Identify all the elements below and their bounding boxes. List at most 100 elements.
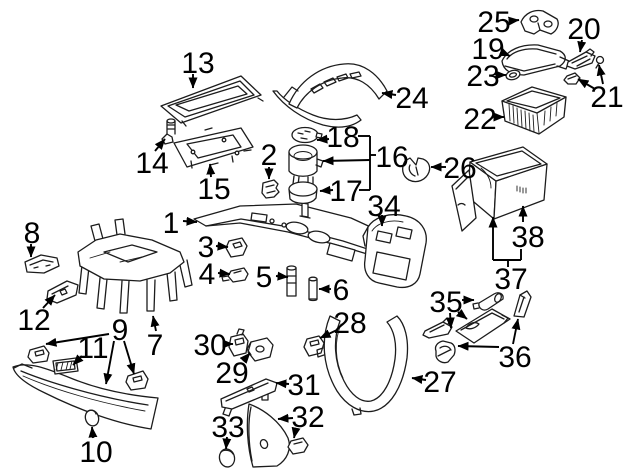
callout-31[interactable]: 31: [287, 369, 320, 402]
part-illustration-9-clip-left: [27, 345, 50, 364]
part-illustration-32-clip: [287, 437, 309, 455]
callout-17[interactable]: 17: [329, 175, 362, 208]
callout-15[interactable]: 15: [197, 173, 230, 206]
callout-15-arrow-0: [206, 163, 216, 178]
part-illustration-36-pad: [434, 340, 456, 364]
callout-11[interactable]: 11: [77, 332, 108, 365]
part-illustration-35-roller: [472, 292, 504, 311]
callout-16[interactable]: 16: [375, 141, 408, 174]
callout-30[interactable]: 30: [193, 329, 226, 362]
callout-32-arrow-0: [277, 413, 294, 423]
part-illustration-28: [303, 335, 325, 357]
callout-33[interactable]: 33: [211, 411, 244, 444]
callout-20[interactable]: 20: [567, 13, 600, 46]
callout-8[interactable]: 8: [24, 217, 41, 250]
callout-10-arrow-0: [88, 426, 98, 439]
callout-28[interactable]: 28: [333, 307, 366, 340]
callout-3[interactable]: 3: [198, 231, 215, 264]
part-illustrations: [12, 9, 605, 468]
callout-35[interactable]: 35: [429, 286, 462, 319]
callout-29-arrow-0: [239, 352, 251, 364]
callout-25-arrow-0: [508, 16, 520, 26]
callout-11-arrow-0: [72, 354, 84, 366]
callout-12-arrow-0: [42, 294, 56, 309]
part-illustration-3: [225, 237, 248, 258]
part-illustration-7: [77, 218, 193, 314]
part-illustration-30: [228, 328, 249, 357]
callout-37[interactable]: 37: [494, 263, 527, 296]
part-illustration-25: [520, 9, 559, 35]
part-illustration-26: [402, 157, 431, 183]
callout-32[interactable]: 32: [291, 401, 324, 434]
callout-7[interactable]: 7: [147, 329, 164, 362]
callout-23[interactable]: 23: [466, 60, 499, 93]
callout-10[interactable]: 10: [79, 436, 112, 469]
part-illustration-27: [316, 315, 409, 416]
callout-9[interactable]: 9: [112, 314, 129, 347]
part-illustration-5: [286, 265, 297, 297]
callout-35-arrow-1: [445, 312, 455, 329]
callout-6[interactable]: 6: [333, 274, 350, 307]
callout-21-arrow-0: [596, 64, 606, 85]
callout-3-arrow-0: [215, 241, 229, 251]
part-illustration-32: [246, 403, 291, 468]
callout-24[interactable]: 24: [395, 82, 428, 115]
part-illustration-29: [246, 337, 274, 362]
part-illustration-35-tray: [455, 308, 511, 344]
callout-4[interactable]: 4: [199, 258, 216, 291]
part-illustration-38: [451, 146, 548, 232]
part-illustration-33: [218, 448, 236, 468]
callout-18[interactable]: 18: [326, 121, 359, 154]
part-illustration-10: [84, 409, 100, 427]
callout-12[interactable]: 12: [17, 304, 50, 337]
callout-35-arrow-2: [455, 309, 468, 320]
part-illustration-17-cup: [288, 181, 318, 219]
part-illustration-24: [272, 63, 388, 128]
callout-19[interactable]: 19: [471, 33, 504, 66]
callout-34[interactable]: 34: [367, 190, 400, 223]
callout-19-arrow-0: [498, 47, 511, 57]
part-illustration-31: [220, 378, 278, 417]
callout-33-arrow-0: [222, 436, 232, 450]
callout-38[interactable]: 38: [511, 221, 544, 254]
callout-14-arrow-0: [154, 138, 166, 152]
callout-25[interactable]: 25: [477, 6, 510, 39]
callout-18-arrow-0: [316, 134, 330, 144]
part-illustration-8: [24, 254, 60, 274]
part-illustration-15: [173, 127, 254, 169]
part-illustration-35-lever: [422, 317, 453, 339]
callout-5-arrow-0: [275, 271, 289, 281]
callout-1[interactable]: 1: [163, 207, 180, 240]
callout-22[interactable]: 22: [463, 103, 496, 136]
part-illustration-16-cupholder: [288, 144, 324, 186]
callout-20-arrow-0: [577, 39, 587, 53]
callout-29[interactable]: 29: [215, 357, 248, 390]
callout-1-arrow-0: [182, 216, 198, 226]
callout-13[interactable]: 13: [181, 47, 214, 80]
callout-36-arrow-0: [511, 318, 521, 345]
part-illustration-20: [566, 48, 596, 70]
callout-36[interactable]: 36: [498, 341, 531, 374]
callout-27-arrow-0: [411, 375, 427, 384]
callout-32-arrow-1: [291, 426, 301, 439]
callout-21[interactable]: 21: [590, 81, 623, 114]
part-illustration-2: [261, 179, 280, 199]
callout-27[interactable]: 27: [423, 366, 456, 399]
callout-26[interactable]: 26: [443, 152, 476, 185]
part-illustration-21: [563, 55, 605, 85]
part-illustration-22: [501, 86, 567, 135]
callout-24-arrow-0: [381, 90, 397, 99]
part-illustration-1: [193, 203, 415, 264]
part-illustration-36-card: [513, 290, 532, 318]
part-illustration-11: [52, 357, 79, 375]
part-illustration-13: [160, 75, 264, 127]
callout-36-arrow-1: [457, 341, 500, 351]
part-illustration-4: [221, 267, 249, 283]
callout-5[interactable]: 5: [256, 261, 273, 294]
callout-2[interactable]: 2: [261, 139, 278, 172]
callout-9-arrow-0: [45, 333, 110, 347]
callout-14[interactable]: 14: [135, 147, 168, 180]
